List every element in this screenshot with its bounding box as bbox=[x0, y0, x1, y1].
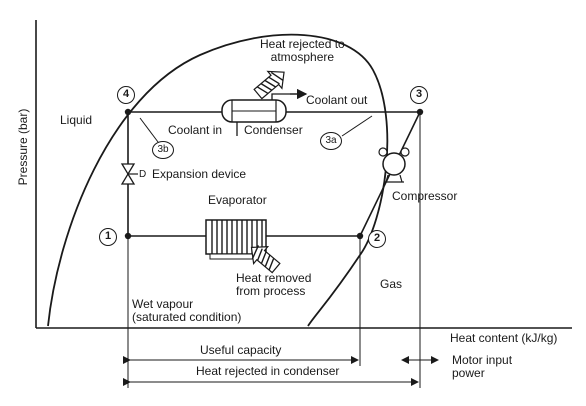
expansion-valve-symbol bbox=[120, 163, 138, 185]
useful-capacity-label: Useful capacity bbox=[200, 343, 282, 357]
condenser-symbol bbox=[221, 88, 308, 136]
expansion-device-label: Expansion device bbox=[152, 167, 247, 181]
liquid-label: Liquid bbox=[60, 113, 93, 127]
condenser-label: Condenser bbox=[244, 123, 303, 137]
state-point-3a: 3a bbox=[320, 132, 342, 150]
state-point-3b: 3b bbox=[152, 141, 174, 159]
state-point-2: 2 bbox=[368, 230, 386, 248]
heat-rejected-condenser-label: Heat rejected in condenser bbox=[196, 364, 340, 378]
state-point-1: 1 bbox=[99, 228, 117, 246]
state-point-4: 4 bbox=[117, 86, 135, 104]
gas-label: Gas bbox=[380, 277, 403, 291]
heat-rejected-hatched-arrow bbox=[253, 70, 285, 100]
motor-input-label: Motor input power bbox=[452, 353, 513, 380]
state-point-3: 3 bbox=[410, 86, 428, 104]
y-axis-label: Pressure (bar) bbox=[16, 108, 30, 186]
heat-removed-hatched-arrow bbox=[250, 245, 281, 274]
point-dot-4 bbox=[124, 108, 132, 116]
coolant-in-label: Coolant in bbox=[168, 123, 223, 137]
x-axis-label: Heat content (kJ/kg) bbox=[450, 331, 558, 345]
expansion-symbol-label: D bbox=[139, 169, 147, 180]
compressor-symbol bbox=[378, 147, 410, 183]
heat-rejected-atmosphere-label: Heat rejected to atmosphere bbox=[260, 37, 345, 64]
wet-vapour-label: Wet vapour (saturated condition) bbox=[132, 297, 242, 324]
coolant-out-label: Coolant out bbox=[306, 93, 368, 107]
heat-removed-label: Heat removed from process bbox=[236, 271, 312, 298]
compressor-label: Compressor bbox=[392, 189, 458, 203]
evaporator-label: Evaporator bbox=[208, 193, 267, 207]
